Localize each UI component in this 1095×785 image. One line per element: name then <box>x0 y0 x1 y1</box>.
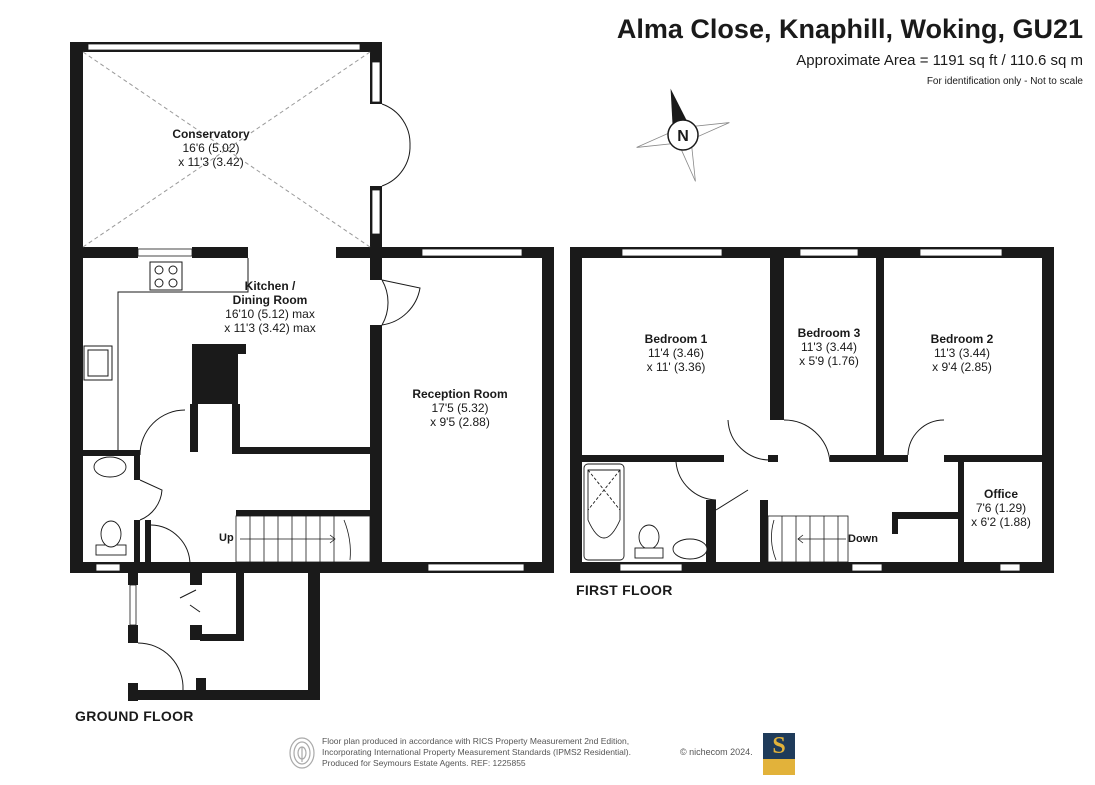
kitchen-sink <box>83 345 113 381</box>
wall <box>190 565 202 585</box>
basin <box>672 538 708 560</box>
window <box>621 248 723 257</box>
wall <box>236 565 244 640</box>
wall <box>1042 247 1054 573</box>
window <box>87 43 361 51</box>
window <box>129 584 137 626</box>
window <box>371 189 381 235</box>
door-swing <box>137 642 184 691</box>
wall <box>70 247 138 258</box>
wall <box>308 565 320 700</box>
wall <box>145 520 151 565</box>
door-swing <box>381 103 411 146</box>
logo-band <box>763 759 795 775</box>
footer-disclaimer: Floor plan produced in accordance with R… <box>322 736 631 768</box>
door-swing <box>381 279 389 326</box>
ground-floor-label: GROUND FLOOR <box>75 708 194 724</box>
door-swing <box>907 419 945 456</box>
wall <box>70 42 83 567</box>
copyright: © nichecom 2024. <box>680 747 753 757</box>
door-swing <box>675 461 717 501</box>
door-swing <box>150 524 191 566</box>
wall <box>83 450 138 456</box>
room-office: Office 7'6 (1.29) x 6'2 (1.88) <box>971 487 1031 529</box>
stairs-down-label: Down <box>848 533 878 545</box>
wall <box>190 404 198 452</box>
window <box>999 563 1021 572</box>
wall <box>892 512 898 534</box>
stairs <box>767 515 849 563</box>
door-swing <box>715 489 749 511</box>
stairs <box>235 515 371 563</box>
toilet <box>638 524 660 550</box>
room-kitchen-dining: Kitchen / Dining Room 16'10 (5.12) max x… <box>224 279 316 335</box>
window <box>371 61 381 103</box>
wall <box>892 512 962 519</box>
door-swing <box>783 419 831 463</box>
page-title: Alma Close, Knaphill, Woking, GU21 <box>616 14 1083 44</box>
room-bedroom-3: Bedroom 3 11'3 (3.44) x 5'9 (1.76) <box>797 326 861 368</box>
wall <box>128 625 138 643</box>
wall <box>760 500 768 565</box>
svg-text:N: N <box>677 128 689 145</box>
wall <box>232 344 246 354</box>
wall <box>542 247 554 573</box>
wall <box>570 562 1054 573</box>
room-bedroom-1: Bedroom 1 11'4 (3.46) x 11' (3.36) <box>644 332 708 374</box>
wall <box>134 450 140 480</box>
wall <box>582 455 724 462</box>
wall <box>876 258 884 456</box>
first-floor-label: FIRST FLOOR <box>576 582 673 598</box>
wall <box>128 690 320 700</box>
wall <box>200 634 244 641</box>
room-reception: Reception Room 17'5 (5.32) x 9'5 (2.88) <box>412 387 508 429</box>
fingerprint-icon <box>289 737 315 769</box>
logo-letter: S <box>763 733 795 759</box>
door-swing <box>139 479 163 521</box>
wall <box>232 447 372 454</box>
wall <box>196 678 206 692</box>
wall <box>134 520 140 565</box>
chimney <box>192 344 238 404</box>
hob <box>149 261 183 291</box>
window <box>619 563 683 572</box>
approximate-area: Approximate Area = 1191 sq ft / 110.6 sq… <box>796 52 1083 69</box>
wall <box>958 462 964 562</box>
wall <box>768 455 778 462</box>
wall <box>128 565 138 585</box>
door-swing <box>727 419 771 461</box>
identification-note: For identification only - Not to scale <box>926 76 1083 87</box>
window <box>919 248 1003 257</box>
wall <box>706 500 716 565</box>
wall <box>570 247 582 573</box>
room-conservatory: Conservatory 16'6 (5.02) x 11'3 (3.42) <box>172 127 250 169</box>
wall <box>236 510 376 516</box>
wall <box>944 455 1054 462</box>
stairs-up-label: Up <box>219 532 234 544</box>
wall <box>830 455 908 462</box>
door-swing <box>381 144 411 187</box>
door-swing <box>381 279 421 326</box>
wall <box>370 258 382 280</box>
window <box>137 248 193 257</box>
window <box>851 563 883 572</box>
room-bedroom-2: Bedroom 2 11'3 (3.44) x 9'4 (2.85) <box>930 332 994 374</box>
wall <box>770 258 778 420</box>
window <box>427 563 525 572</box>
compass-icon: N <box>636 88 730 182</box>
wall <box>192 247 248 258</box>
door-swing <box>179 589 201 613</box>
toilet <box>100 520 122 548</box>
wall <box>778 258 784 420</box>
agent-logo: S <box>763 733 795 775</box>
wall <box>190 625 202 640</box>
kitchen-counter <box>117 258 249 450</box>
wall <box>232 404 240 452</box>
door-swing <box>139 409 186 456</box>
basin <box>93 456 127 478</box>
window <box>799 248 859 257</box>
window <box>421 248 523 257</box>
window <box>95 563 121 572</box>
